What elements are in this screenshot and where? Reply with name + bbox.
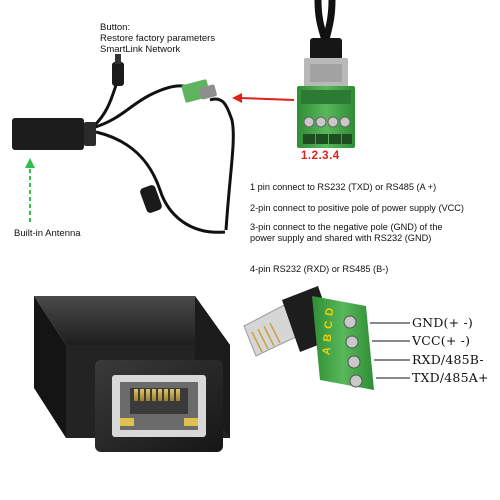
antenna-arrow xyxy=(25,158,35,222)
signal-label-vcc: VCC(+ -) xyxy=(412,333,471,348)
button-callout-line2: Restore factory parameters xyxy=(100,33,216,44)
signal-label-rxd: RXD/485B- xyxy=(412,352,484,367)
antenna-label: Built-in Antenna xyxy=(14,228,81,239)
pin-description-4: 4-pin RS232 (RXD) or RS485 (B-) xyxy=(250,264,389,274)
button-callout-line1: Button: xyxy=(100,22,131,33)
button-callout-line3: SmartLink Network xyxy=(100,44,181,55)
signal-label-gnd: GND(+ -) xyxy=(412,315,473,330)
rj45-device xyxy=(34,296,230,452)
top-cable-assembly xyxy=(12,54,235,234)
button-callout: Button: Restore factory parameters Smart… xyxy=(100,22,215,55)
terminal-adapter xyxy=(243,286,410,390)
pin-description-2: 2-pin connect to positive pole of power … xyxy=(250,203,464,213)
pin-description-1: 1 pin connect to RS232 (TXD) or RS485 (A… xyxy=(250,182,437,192)
top-terminal-closeup xyxy=(297,0,355,148)
signal-label-txd: TXD/485A+ xyxy=(412,370,489,385)
red-arrow xyxy=(232,93,295,103)
pin-numbers: 1.2.3.4 xyxy=(301,150,340,162)
pin-description-3: 3-pin connect to the negative pole (GND)… xyxy=(250,222,443,243)
